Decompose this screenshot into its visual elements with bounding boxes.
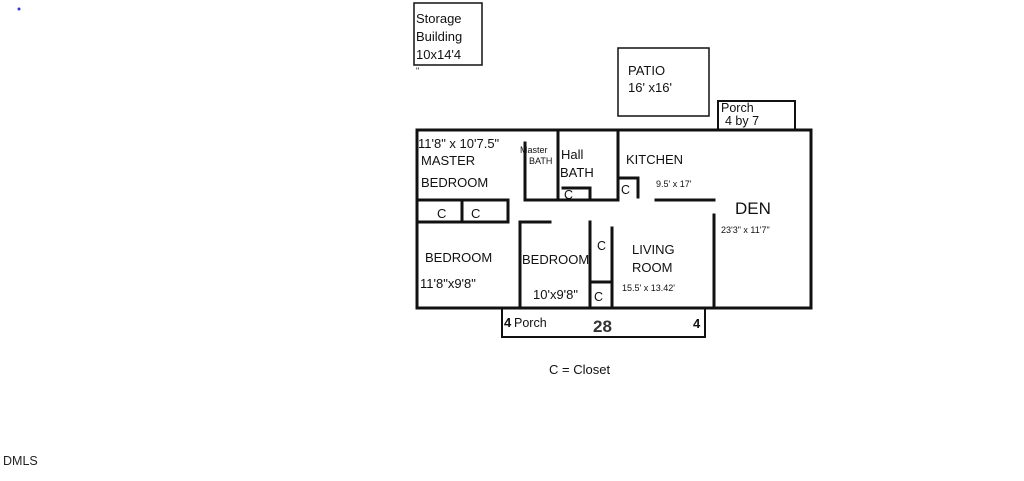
closet-label: C xyxy=(594,290,603,304)
bedroom-2-label: BEDROOM xyxy=(425,250,492,265)
bedroom-2-size: 11'8"x9'8" xyxy=(420,276,476,291)
hall-bath-label-2: BATH xyxy=(560,165,594,180)
front-porch-left-dim: 4 xyxy=(504,315,512,330)
hall-bath-label: Hall xyxy=(561,147,584,162)
interior-walls xyxy=(415,128,716,310)
master-bedroom-label-2: BEDROOM xyxy=(421,175,488,190)
storage-size: 10x14'4 xyxy=(416,47,461,62)
patio: PATIO 16' x16' xyxy=(617,47,710,117)
house-outline xyxy=(415,128,813,310)
patio-label: PATIO xyxy=(628,63,665,78)
bedroom-3-size: 10'x9'8" xyxy=(533,287,578,302)
bedroom-3-label: BEDROOM xyxy=(522,252,589,267)
storage-building: Storage Building 10x14'4 " xyxy=(413,2,483,76)
patio-size: 16' x16' xyxy=(628,80,672,95)
closet-label: C xyxy=(621,183,630,197)
closet-label: C xyxy=(564,188,573,202)
kitchen-size: 9.5' x 17' xyxy=(656,179,692,189)
master-bath-label: Master xyxy=(520,145,548,155)
dmls-watermark: DMLS xyxy=(3,454,38,468)
storage-label: Storage xyxy=(416,11,462,26)
living-room-label: LIVING xyxy=(632,242,675,257)
storage-label-2: Building xyxy=(416,29,462,44)
back-porch-size: 4 by 7 xyxy=(725,114,759,128)
back-porch-label: Porch xyxy=(721,101,754,115)
back-porch: Porch 4 by 7 xyxy=(717,100,796,130)
closet-legend: C = Closet xyxy=(549,362,610,377)
living-room-size: 15.5' x 13.42' xyxy=(622,283,675,293)
master-bath-label-2: BATH xyxy=(529,156,552,166)
den-label: DEN xyxy=(735,199,771,218)
living-room-label-2: ROOM xyxy=(632,260,672,275)
storage-size-mark: " xyxy=(416,66,419,76)
kitchen-label: KITCHEN xyxy=(626,152,683,167)
den-size: 23'3" x 11'7" xyxy=(721,225,770,235)
closet-label: C xyxy=(597,239,606,253)
front-porch: 4 Porch 28 4 xyxy=(501,308,706,338)
master-bedroom-size: 11'8" x 10'7.5" xyxy=(418,136,500,151)
marker-dot xyxy=(17,7,21,11)
front-porch-right-dim: 4 xyxy=(693,316,701,331)
closet-label: C xyxy=(471,206,480,221)
master-bedroom-label: MASTER xyxy=(421,153,475,168)
front-porch-label: Porch xyxy=(514,316,547,330)
closet-label: C xyxy=(437,206,446,221)
front-porch-length: 28 xyxy=(593,317,612,336)
